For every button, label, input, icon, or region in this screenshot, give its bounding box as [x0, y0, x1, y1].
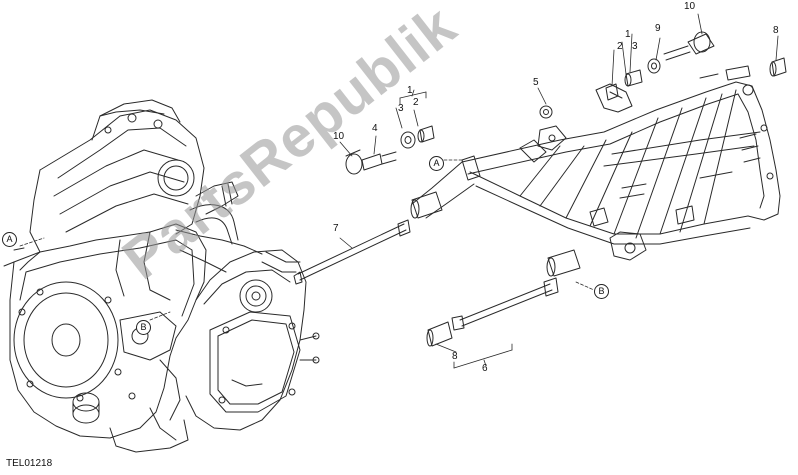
drawing-code: TEL01218	[6, 458, 53, 469]
callout-10-mid: 10	[333, 131, 345, 142]
callout-8-top: 8	[773, 25, 779, 36]
ref-marker-a-mid: A	[429, 156, 444, 171]
ref-marker-b-right: B	[594, 284, 609, 299]
callout-5: 5	[533, 77, 539, 88]
callout-6: 6	[482, 363, 488, 374]
callout-1-top: 1	[625, 29, 631, 40]
callout-9: 9	[655, 23, 661, 34]
callout-10-top: 10	[684, 1, 696, 12]
callout-4: 4	[372, 123, 378, 134]
ref-marker-a-left: A	[2, 232, 17, 247]
trellis-frame	[410, 65, 781, 277]
callout-2-mid: 2	[413, 97, 419, 108]
callout-3-top: 3	[632, 41, 638, 52]
callout-8-bottom: 8	[452, 351, 458, 362]
engine-assembly	[3, 99, 320, 453]
callout-7: 7	[333, 223, 339, 234]
callout-1-mid: 1	[407, 85, 413, 96]
callout-2-top: 2	[617, 41, 623, 52]
loose-parts	[293, 31, 787, 347]
callout-3-mid: 3	[398, 103, 404, 114]
leader-lines	[19, 13, 779, 369]
ref-marker-b-left: B	[136, 320, 151, 335]
